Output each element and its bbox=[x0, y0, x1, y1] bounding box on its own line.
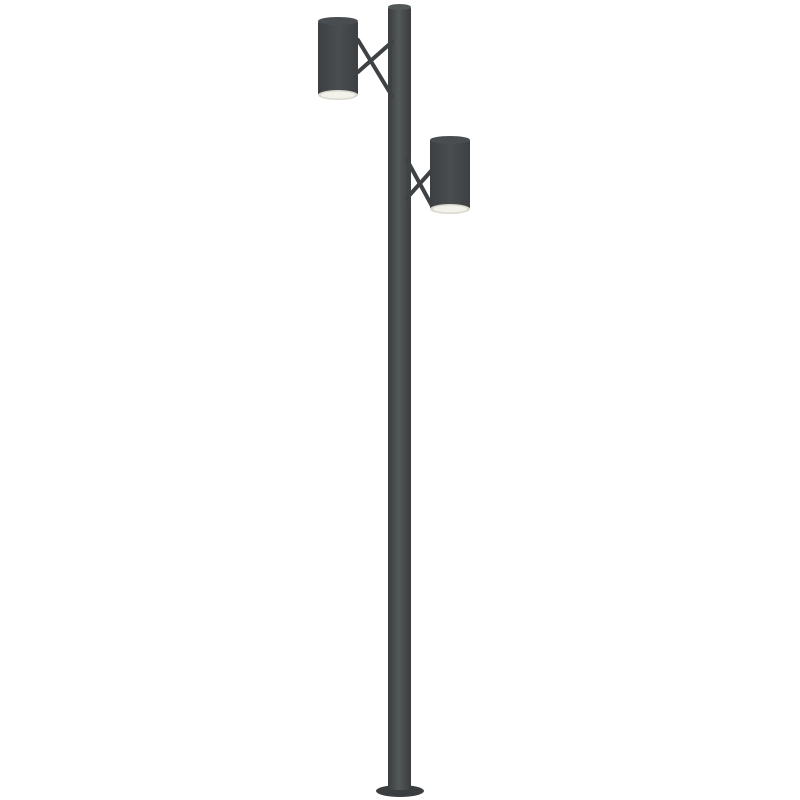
pole-base-plate bbox=[376, 785, 424, 797]
lower-lamp-lens bbox=[433, 205, 467, 213]
upper-cylinder-lamp bbox=[318, 17, 358, 100]
upper-lamp-bracket bbox=[356, 38, 394, 100]
upper-lamp-lens bbox=[321, 91, 355, 99]
pole-shaft bbox=[388, 6, 411, 790]
pole-top-cap bbox=[388, 4, 411, 10]
lower-cylinder-lamp bbox=[430, 136, 470, 214]
lower-lamp-bracket bbox=[405, 154, 434, 212]
